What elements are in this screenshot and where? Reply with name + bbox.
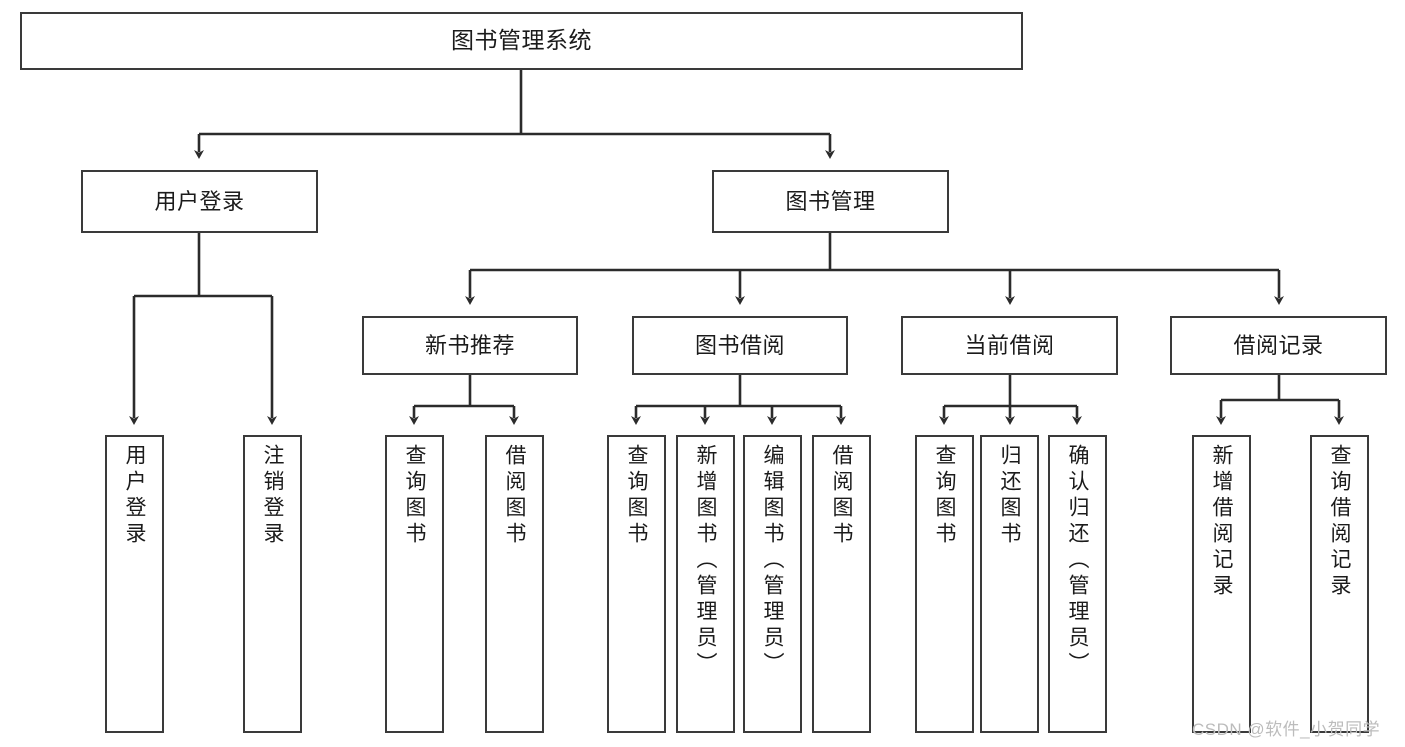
node-new-book-recommendation[interactable]: 新书推荐 (362, 316, 578, 375)
node-current-borrowing[interactable]: 当前借阅 (901, 316, 1118, 375)
node-label: 新书推荐 (424, 332, 515, 358)
leaf-bookborrow-add-book-admin[interactable]: 新增图书（管理员） (676, 435, 735, 733)
leaf-newbook-borrow-books[interactable]: 借阅图书 (485, 435, 544, 733)
node-label: 用户登录 (123, 444, 146, 548)
node-root-book-management-system[interactable]: 图书管理系统 (20, 12, 1023, 70)
node-label: 查询图书 (933, 444, 956, 548)
node-label: 查询借阅记录 (1328, 444, 1351, 600)
leaf-bookborrow-edit-book-admin[interactable]: 编辑图书（管理员） (743, 435, 802, 733)
node-label: 当前借阅 (964, 332, 1055, 358)
leaf-currentborrow-confirm-return-admin[interactable]: 确认归还（管理员） (1048, 435, 1107, 733)
node-label: 图书管理 (785, 188, 876, 214)
leaf-bookborrow-query-books[interactable]: 查询图书 (607, 435, 666, 733)
node-user-login[interactable]: 用户登录 (81, 170, 318, 233)
node-label: 借阅记录 (1233, 332, 1324, 358)
node-label: 借阅图书 (503, 444, 526, 548)
node-label: 确认归还（管理员） (1066, 444, 1089, 678)
node-label: 归还图书 (998, 444, 1021, 548)
node-label: 编辑图书（管理员） (761, 444, 784, 678)
node-label: 查询图书 (625, 444, 648, 548)
node-label: 图书管理系统 (451, 27, 592, 54)
leaf-user-login-signout[interactable]: 注销登录 (243, 435, 302, 733)
leaf-bookborrow-borrow-books[interactable]: 借阅图书 (812, 435, 871, 733)
node-label: 借阅图书 (830, 444, 853, 548)
leaf-user-login-signin[interactable]: 用户登录 (105, 435, 164, 733)
node-label: 图书借阅 (694, 332, 785, 358)
node-book-borrowing[interactable]: 图书借阅 (632, 316, 848, 375)
leaf-newbook-query-books[interactable]: 查询图书 (385, 435, 444, 733)
node-label: 用户登录 (154, 188, 245, 214)
node-label: 新增图书（管理员） (694, 444, 717, 678)
leaf-currentborrow-query-books[interactable]: 查询图书 (915, 435, 974, 733)
node-borrowing-record[interactable]: 借阅记录 (1170, 316, 1387, 375)
leaf-borrowrecord-add-record[interactable]: 新增借阅记录 (1192, 435, 1251, 733)
node-book-management[interactable]: 图书管理 (712, 170, 949, 233)
leaf-borrowrecord-query-record[interactable]: 查询借阅记录 (1310, 435, 1369, 733)
leaf-currentborrow-return-books[interactable]: 归还图书 (980, 435, 1039, 733)
node-label: 查询图书 (403, 444, 426, 548)
node-label: 注销登录 (261, 444, 284, 548)
node-label: 新增借阅记录 (1210, 444, 1233, 600)
